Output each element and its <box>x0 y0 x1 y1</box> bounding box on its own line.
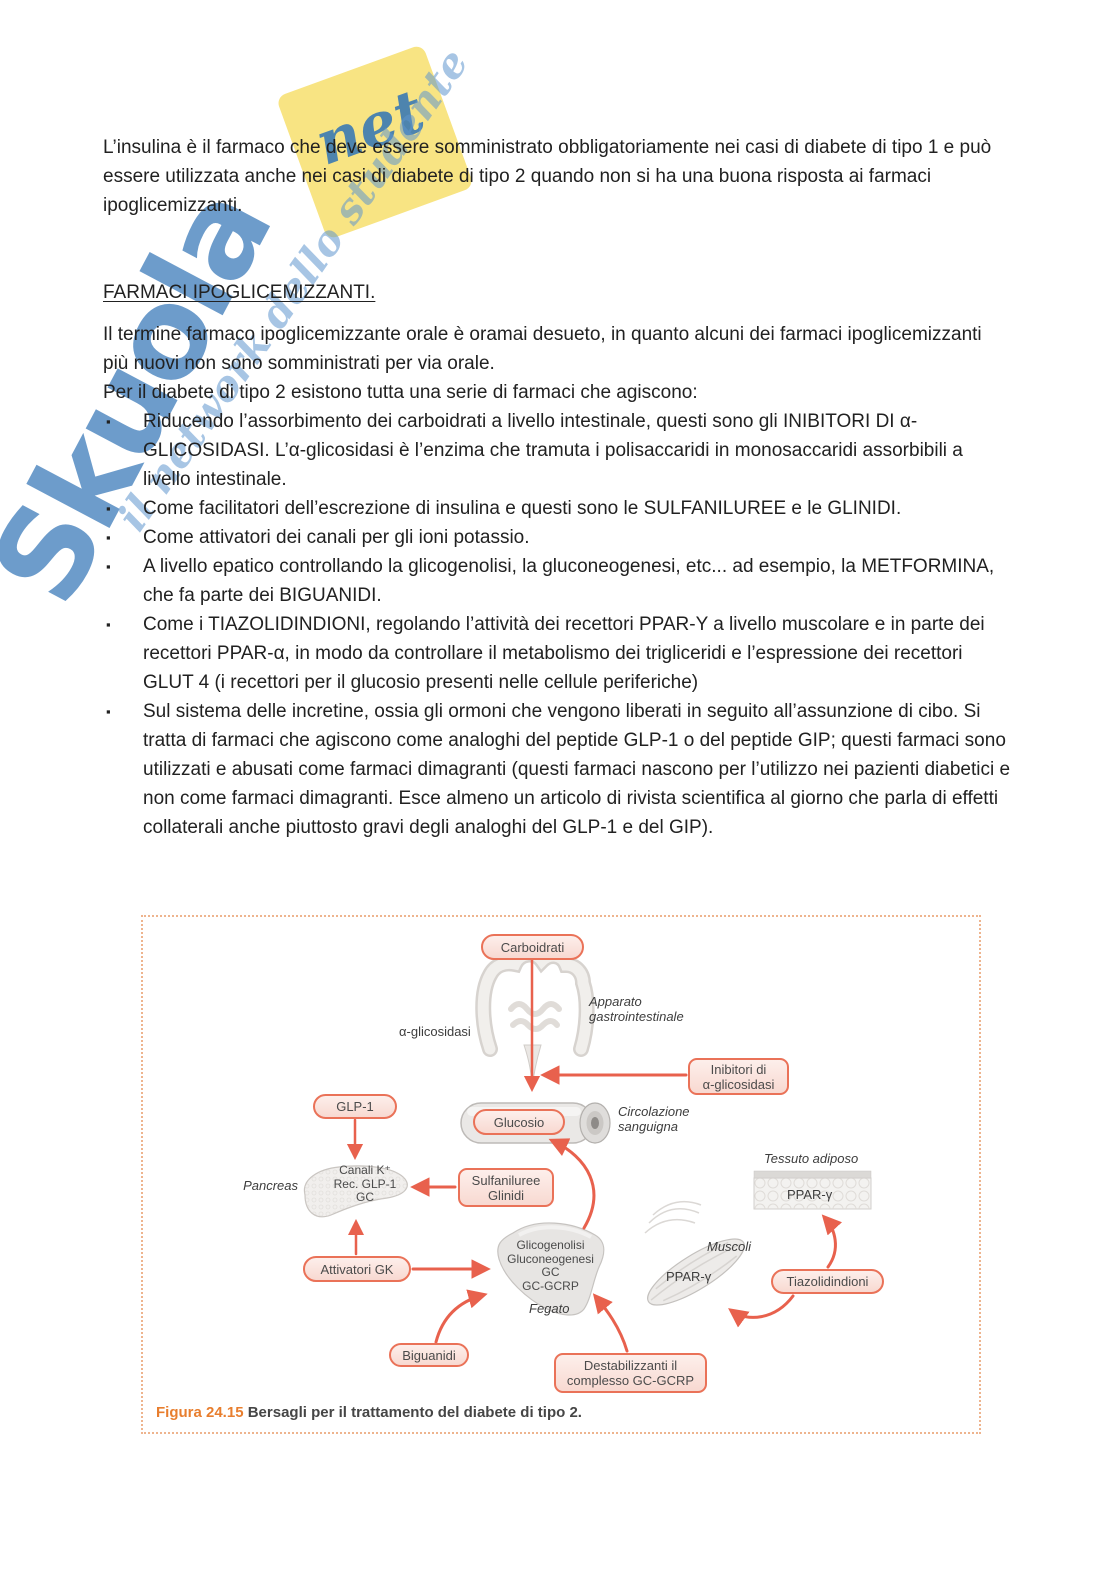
bullet-text: Riducendo l’assorbimento dei carboidrati… <box>143 411 963 490</box>
node-carboidrati: Carboidrati <box>481 934 584 960</box>
label-ppar-gamma-adiposo: PPAR-γ <box>787 1187 833 1202</box>
figure-caption: Figura 24.15 Bersagli per il trattamento… <box>156 1404 582 1421</box>
node-biguanidi: Biguanidi <box>389 1343 469 1367</box>
label-circolazione-sanguigna: Circolazione sanguigna <box>618 1104 690 1134</box>
label-ppar-gamma-muscolo: PPAR-γ <box>666 1269 712 1284</box>
list-item: ▪ Sul sistema delle incretine, ossia gli… <box>103 697 1011 842</box>
figure-frame: Carboidrati Inibitori di α-glicosidasi G… <box>141 915 981 1434</box>
document-body: L’insulina è il farmaco che deve essere … <box>103 133 1011 842</box>
figure-caption-number: Figura 24.15 <box>156 1404 244 1421</box>
bullet-text: Sul sistema delle incretine, ossia gli o… <box>143 701 1011 838</box>
drug-mechanisms-list: ▪ Riducendo l’assorbimento dei carboidra… <box>103 407 1011 842</box>
label-muscoli: Muscoli <box>707 1239 752 1254</box>
list-item: ▪ Come i TIAZOLIDINDIONI, regolando l’at… <box>103 610 1011 697</box>
intro-paragraph: L’insulina è il farmaco che deve essere … <box>103 137 992 216</box>
bullet-text: A livello epatico controllando la glicog… <box>143 556 995 606</box>
muscle-illustration <box>644 1200 745 1306</box>
list-item: ▪ Come facilitatori dell’escrezione di i… <box>103 494 1011 523</box>
list-item: ▪ Come attivatori dei canali per gli ion… <box>103 523 1011 552</box>
bullet-square-icon: ▪ <box>106 704 111 719</box>
diagram-arrows <box>346 958 843 1353</box>
bullet-square-icon: ▪ <box>106 617 111 632</box>
label-fegato: Fegato <box>529 1301 570 1316</box>
label-apparato-gastrointestinale: Apparato gastrointestinale <box>589 994 684 1024</box>
node-sulfaniluree-glinidi: Sulfaniluree Glinidi <box>458 1168 554 1207</box>
paragraph-desueto: Il termine farmaco ipoglicemizzante oral… <box>103 324 982 374</box>
bullet-square-icon: ▪ <box>106 530 111 545</box>
node-inibitori-alfa-glicosidasi: Inibitori di α-glicosidasi <box>688 1058 789 1095</box>
liver-illustration <box>497 1222 605 1316</box>
bullet-square-icon: ▪ <box>106 559 111 574</box>
node-glucosio: Glucosio <box>473 1109 565 1135</box>
node-glp1: GLP-1 <box>313 1094 397 1119</box>
figure-artwork <box>303 946 872 1353</box>
bullet-text: Come attivatori dei canali per gli ioni … <box>143 527 530 548</box>
liver-targets-text: Glicogenolisi Gluconeogenesi GC GC-GCRP <box>507 1238 594 1293</box>
list-item: ▪ Riducendo l’assorbimento dei carboidra… <box>103 407 1011 494</box>
pancreas-targets-text: Canali K⁺ Rec. GLP-1 GC <box>333 1163 397 1204</box>
node-tiazolidindioni: Tiazolidindioni <box>771 1269 884 1294</box>
label-tessuto-adiposo: Tessuto adiposo <box>764 1151 859 1166</box>
intestine-illustration <box>475 946 595 1090</box>
node-attivatori-gk: Attivatori GK <box>303 1256 411 1282</box>
node-destabilizzanti-gc-gcrp: Destabilizzanti il complesso GC-GCRP <box>554 1353 707 1393</box>
bullet-square-icon: ▪ <box>106 414 111 429</box>
bullet-square-icon: ▪ <box>106 501 111 516</box>
label-pancreas: Pancreas <box>243 1178 298 1193</box>
paragraph-list-intro: Per il diabete di tipo 2 esistono tutta … <box>103 382 698 403</box>
label-alfa-glicosidasi: α-glicosidasi <box>399 1024 471 1039</box>
bullet-text: Come i TIAZOLIDINDIONI, regolando l’atti… <box>143 614 985 693</box>
section-heading: FARMACI IPOGLICEMIZZANTI. <box>103 282 376 303</box>
pancreas-illustration <box>303 1165 408 1218</box>
adipose-tissue-illustration <box>753 1170 872 1210</box>
bullet-text: Come facilitatori dell’escrezione di ins… <box>143 498 902 519</box>
list-item: ▪ A livello epatico controllando la glic… <box>103 552 1011 610</box>
figure-caption-text: Bersagli per il trattamento del diabete … <box>247 1404 582 1421</box>
